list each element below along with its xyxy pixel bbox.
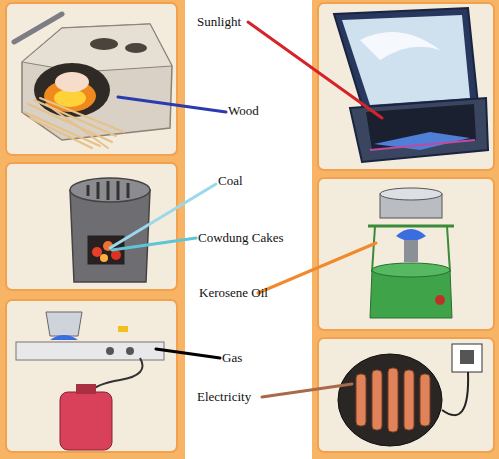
label-text: Coal <box>218 173 243 188</box>
solar-cooker <box>334 8 488 162</box>
panel <box>6 300 177 452</box>
panel <box>6 3 177 155</box>
panel <box>318 178 494 330</box>
leader-lines <box>110 22 382 397</box>
label-text: Cowdung Cakes <box>198 230 284 245</box>
label-text: Sunlight <box>197 14 241 29</box>
label-text: Kerosene Oil <box>199 285 268 300</box>
gas-stove <box>16 312 164 450</box>
wood-stove <box>14 14 172 148</box>
label-text: Electricity <box>197 389 251 404</box>
label-text: Gas <box>222 350 242 365</box>
label-text: Wood <box>228 103 259 118</box>
electric-heater <box>338 344 482 446</box>
kerosene-stove <box>368 188 454 318</box>
panel <box>318 338 494 452</box>
panel <box>6 163 177 290</box>
center-column <box>185 0 312 459</box>
panel <box>318 3 494 170</box>
